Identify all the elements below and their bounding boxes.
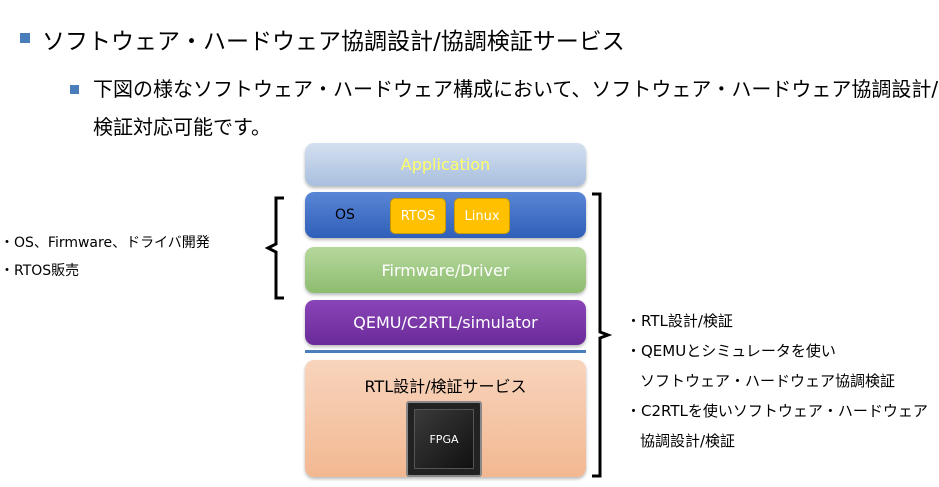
- right-note-4: ・C2RTLを使いソフトウェア・ハードウェア: [626, 402, 928, 420]
- left-brace-icon: [264, 196, 284, 300]
- application-layer: Application: [305, 143, 586, 186]
- right-note-2: ・QEMUとシミュレータを使い: [626, 342, 836, 360]
- right-note-5: 協調設計/検証: [640, 432, 736, 450]
- page-heading: ソフトウェア・ハードウェア協調設計/協調検証サービス: [42, 29, 625, 55]
- os-label: OS: [335, 207, 355, 223]
- right-note-1: ・RTL設計/検証: [626, 312, 733, 330]
- left-note-1: ・OS、Firmware、ドライバ開発: [0, 235, 210, 251]
- stack-divider: [305, 350, 586, 353]
- rtos-chip: RTOS: [390, 198, 446, 234]
- rtl-label: RTL設計/検証サービス: [364, 377, 527, 396]
- right-brace-icon: [592, 192, 613, 478]
- heading-bullet-icon: [20, 33, 30, 43]
- fpga-label: FPGA: [429, 433, 459, 446]
- qemu-layer: QEMU/C2RTL/simulator: [305, 300, 586, 345]
- subheading-bullet-icon: [70, 85, 79, 94]
- left-note-2: ・RTOS販売: [0, 263, 80, 279]
- subheading-line1: 下図の様なソフトウェア・ハードウェア構成において、ソフトウェア・ハードウェア協調…: [93, 77, 939, 101]
- fpga-chip-icon: FPGA: [406, 401, 482, 477]
- subheading-line2: 検証対応可能です。: [93, 115, 271, 139]
- linux-chip: Linux: [454, 198, 510, 234]
- right-note-3: ソフトウェア・ハードウェア協調検証: [640, 372, 896, 390]
- firmware-layer: Firmware/Driver: [305, 247, 586, 293]
- application-label: Application: [400, 155, 491, 174]
- firmware-label: Firmware/Driver: [381, 260, 510, 280]
- qemu-label: QEMU/C2RTL/simulator: [353, 313, 538, 332]
